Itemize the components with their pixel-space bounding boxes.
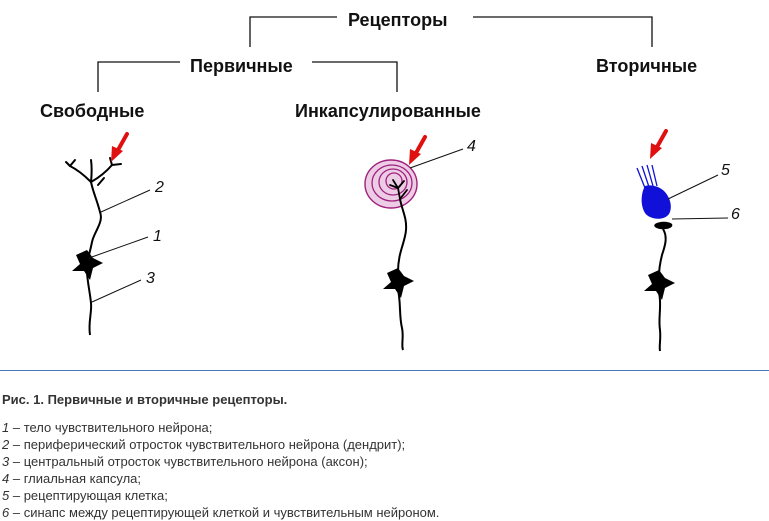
label-secondary: Вторичные — [596, 56, 697, 76]
encapsulated-ending — [364, 159, 418, 351]
marker-4: 4 — [467, 138, 476, 155]
secondary-receptor — [636, 164, 675, 352]
red-arrow-icon — [409, 135, 427, 165]
label-encapsulated: Инкапсулированные — [295, 101, 481, 121]
synapse — [654, 221, 673, 230]
legend-item: 4 – глиальная капсула; — [2, 471, 142, 486]
red-arrow-icon — [650, 129, 668, 159]
dendrite-branches — [65, 157, 122, 213]
tree-line-mid-right — [312, 61, 398, 92]
legend-item: 6 – синапс между рецептирующей клеткой и… — [2, 505, 440, 520]
figure-caption: Рис. 1. Первичные и вторичные рецепторы.… — [2, 392, 762, 521]
label-primary: Первичные — [190, 56, 293, 76]
neuron-body — [72, 250, 103, 280]
leader-line-5 — [667, 174, 719, 200]
neuron-body — [383, 268, 414, 298]
leader-lines — [88, 148, 729, 303]
caption-divider — [0, 370, 769, 371]
tree-line-top-left — [249, 16, 337, 47]
receptor-cell — [641, 185, 671, 219]
marker-3: 3 — [146, 270, 155, 287]
glial-capsule — [364, 159, 418, 209]
leader-line-1 — [88, 236, 149, 259]
title-receptors: Рецепторы — [348, 10, 447, 30]
leader-line-4 — [409, 148, 464, 169]
receptor-hairs — [636, 164, 658, 189]
label-free: Свободные — [40, 101, 144, 121]
axon — [86, 272, 93, 336]
legend-item: 5 – рецептирующая клетка; — [2, 488, 168, 503]
marker-5: 5 — [721, 162, 730, 179]
free-nerve-ending — [65, 157, 122, 336]
leader-line-6 — [671, 217, 729, 220]
legend-item: 3 – центральный отросток чувствительного… — [2, 454, 368, 469]
legend-list: 1 – тело чувствительного нейрона; 2 – пе… — [2, 419, 762, 521]
neuron-body — [644, 270, 675, 300]
leader-line-2 — [100, 189, 151, 213]
axon — [658, 292, 662, 352]
dendrite — [397, 198, 408, 273]
receptor-diagram: Рецепторы Первичные Вторичные Свободные … — [40, 10, 740, 352]
caption-title: Рис. 1. Первичные и вторичные рецепторы. — [2, 392, 288, 407]
leader-line-3 — [91, 279, 142, 303]
legend-item: 2 – периферический отросток чувствительн… — [2, 437, 406, 452]
tree-lines — [97, 16, 653, 92]
axon — [397, 289, 404, 351]
legend-item: 1 – тело чувствительного нейрона; — [2, 420, 213, 435]
marker-1: 1 — [153, 228, 162, 245]
red-arrow-icon — [111, 132, 129, 162]
dendrite — [658, 228, 667, 277]
capsule-dendrite-branches — [389, 179, 408, 200]
marker-6: 6 — [731, 206, 740, 223]
tree-line-mid-left — [97, 61, 180, 92]
stimulus-arrows — [111, 129, 668, 165]
marker-2: 2 — [154, 179, 164, 196]
tree-line-top-right — [473, 16, 653, 47]
